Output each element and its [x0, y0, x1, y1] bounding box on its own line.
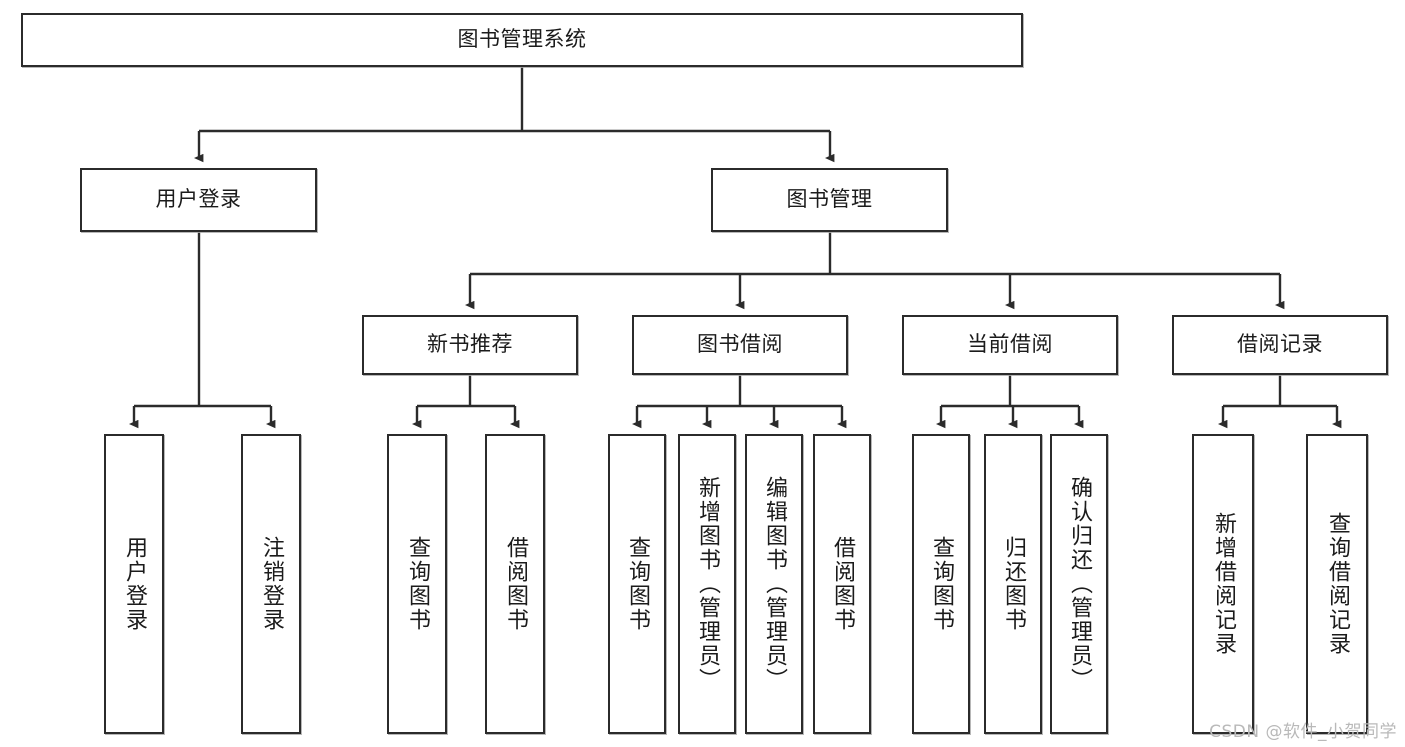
leaf-add-book[interactable]: 新增图书（管理员）	[678, 434, 736, 734]
node-new-book-recommend-label: 新书推荐	[427, 332, 513, 357]
node-book-management[interactable]: 图书管理	[711, 168, 948, 232]
node-book-borrow-label: 图书借阅	[697, 332, 783, 357]
leaf-query-book-3[interactable]: 查询图书	[912, 434, 970, 734]
leaf-return-book[interactable]: 归还图书	[984, 434, 1042, 734]
leaf-query-book-2[interactable]: 查询图书	[608, 434, 666, 734]
node-current-borrow[interactable]: 当前借阅	[902, 315, 1118, 375]
leaf-confirm-return[interactable]: 确认归还（管理员）	[1050, 434, 1108, 734]
leaf-logout-label: 注销登录	[258, 536, 284, 632]
leaf-borrow-book-2[interactable]: 借阅图书	[813, 434, 871, 734]
leaf-edit-book-label: 编辑图书（管理员）	[761, 476, 787, 692]
node-user-login[interactable]: 用户登录	[80, 168, 317, 232]
leaf-add-book-label: 新增图书（管理员）	[694, 476, 720, 692]
node-title-label: 图书管理系统	[457, 27, 587, 52]
leaf-user-login-label: 用户登录	[121, 536, 147, 632]
node-book-borrow[interactable]: 图书借阅	[632, 315, 848, 375]
node-borrow-record-label: 借阅记录	[1237, 332, 1323, 357]
leaf-query-book-3-label: 查询图书	[928, 536, 954, 632]
leaf-query-book-1-label: 查询图书	[404, 536, 430, 632]
leaf-return-book-label: 归还图书	[1000, 536, 1026, 632]
leaf-borrow-book-1-label: 借阅图书	[502, 536, 528, 632]
node-current-borrow-label: 当前借阅	[967, 332, 1053, 357]
leaf-borrow-book-1[interactable]: 借阅图书	[485, 434, 545, 734]
node-title[interactable]: 图书管理系统	[21, 13, 1023, 67]
leaf-edit-book[interactable]: 编辑图书（管理员）	[745, 434, 803, 734]
leaf-query-record[interactable]: 查询借阅记录	[1306, 434, 1368, 734]
leaf-query-book-2-label: 查询图书	[624, 536, 650, 632]
leaf-confirm-return-label: 确认归还（管理员）	[1066, 476, 1092, 692]
leaf-query-record-label: 查询借阅记录	[1324, 512, 1350, 656]
leaf-add-record[interactable]: 新增借阅记录	[1192, 434, 1254, 734]
node-book-management-label: 图书管理	[786, 187, 873, 212]
leaf-query-book-1[interactable]: 查询图书	[387, 434, 447, 734]
leaf-logout[interactable]: 注销登录	[241, 434, 301, 734]
leaf-add-record-label: 新增借阅记录	[1210, 512, 1236, 656]
leaf-borrow-book-2-label: 借阅图书	[829, 536, 855, 632]
leaf-user-login[interactable]: 用户登录	[104, 434, 164, 734]
node-new-book-recommend[interactable]: 新书推荐	[362, 315, 578, 375]
node-user-login-label: 用户登录	[155, 187, 242, 212]
node-borrow-record[interactable]: 借阅记录	[1172, 315, 1388, 375]
